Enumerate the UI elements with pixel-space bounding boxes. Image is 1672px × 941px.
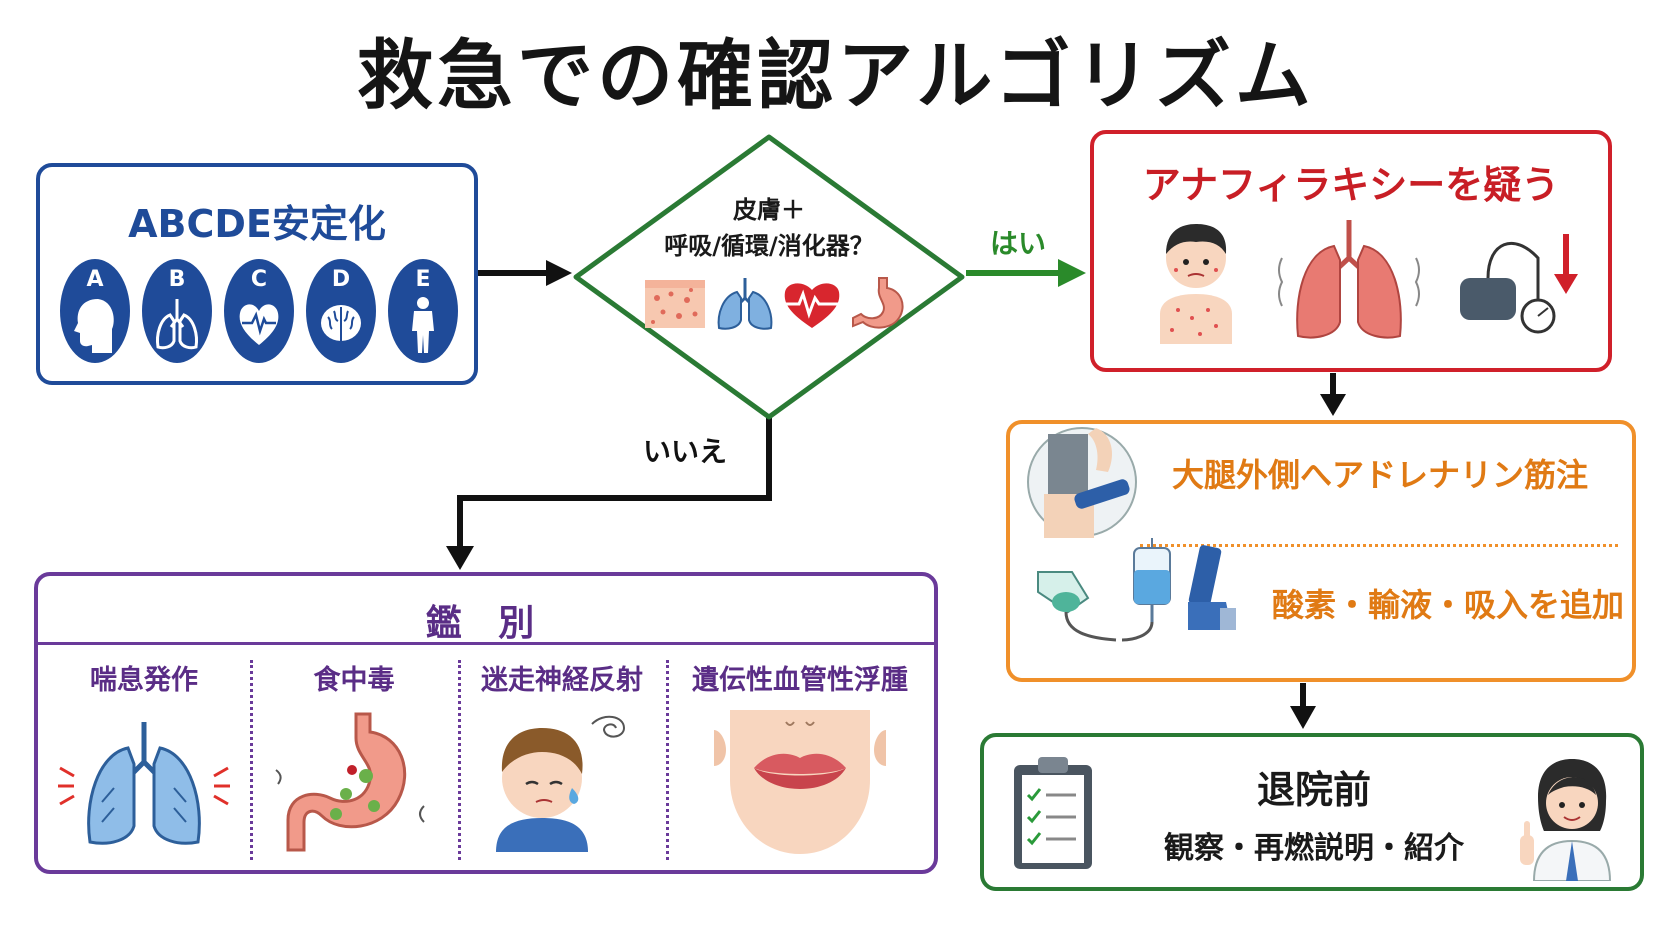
child-with-rash-icon xyxy=(1160,224,1232,344)
page-title: 救急での確認アルゴリズム xyxy=(357,31,1315,120)
clipboard-checklist-icon xyxy=(1014,757,1092,869)
abcde-title: ABCDE安定化 xyxy=(128,202,386,246)
differential-item-vasovagal: 迷走神経反射 xyxy=(458,646,666,872)
anaphylaxis-title: アナフィラキシーを疑う xyxy=(1142,163,1560,207)
asthma-lungs-icon xyxy=(58,722,230,845)
brain-icon xyxy=(321,305,361,341)
discharge-title: 退院前 xyxy=(1256,768,1371,812)
blood-pressure-drop-icon xyxy=(1460,234,1578,334)
differential-item-food-poisoning: 食中毒 xyxy=(250,646,458,872)
differential-item-hae: 遺伝性血管性浮腫 xyxy=(666,646,934,872)
diamond-shape xyxy=(573,134,965,420)
abcde-d-oval: D xyxy=(306,259,376,363)
letter-c: C xyxy=(250,267,268,292)
swollen-lips-icon xyxy=(714,710,886,854)
differential-item-asthma: 喘息発作 xyxy=(38,646,250,872)
airway-head-icon xyxy=(74,299,114,353)
differential-box: 鑑 別 喘息発作 食中毒 迷走神経反射 xyxy=(34,572,938,874)
differential-title: 鑑 別 xyxy=(425,603,547,644)
lungs-wheeze-icon xyxy=(1278,220,1420,339)
letter-e: E xyxy=(415,267,431,292)
abcde-box: ABCDE安定化 A B C D xyxy=(36,163,478,385)
stomach-icon xyxy=(852,277,904,329)
person-icon xyxy=(412,297,434,353)
differential-label-vasovagal: 迷走神経反射 xyxy=(481,665,643,696)
oxygen-mask-icon xyxy=(1037,571,1117,642)
column-separator xyxy=(458,660,461,860)
lungs-icon xyxy=(156,299,198,350)
differential-label-asthma: 喘息発作 xyxy=(90,665,198,696)
heart-ecg-icon xyxy=(784,283,840,328)
auto-injector-icon xyxy=(1027,427,1137,538)
treatment-divider xyxy=(1140,544,1618,547)
decision-question-line1: 皮膚＋ xyxy=(733,196,805,224)
abcde-b-oval: B xyxy=(142,259,212,363)
fainting-boy-icon xyxy=(496,715,626,852)
treatment-line2: 酸素・輸液・吸入を追加 xyxy=(1272,586,1625,624)
column-separator xyxy=(250,660,253,860)
treatment-line1: 大腿外側へアドレナリン筋注 xyxy=(1172,456,1589,494)
arrow-anaph-to-treat xyxy=(1320,373,1346,416)
arrow-treat-to-discharge xyxy=(1290,683,1316,729)
abcde-c-oval: C xyxy=(224,259,294,363)
inhaler-icon xyxy=(1188,545,1236,630)
arrow-no xyxy=(446,418,772,570)
decision-question-line2: 呼吸/循環/消化器？ xyxy=(664,232,874,260)
abcde-e-oval: E xyxy=(388,259,458,363)
differential-label-hae: 遺伝性血管性浮腫 xyxy=(692,665,908,696)
differential-divider xyxy=(38,642,934,645)
anaphylaxis-box: アナフィラキシーを疑う xyxy=(1090,130,1612,372)
arrow-yes xyxy=(966,259,1086,287)
abcde-a-oval: A xyxy=(60,259,130,363)
lungs-icon xyxy=(717,278,773,330)
decision-diamond: 皮膚＋ 呼吸/循環/消化器？ xyxy=(573,134,965,420)
skin-rash-icon xyxy=(645,280,705,328)
iv-bag-icon xyxy=(1122,538,1171,642)
discharge-subtitle: 観察・再燃説明・紹介 xyxy=(1164,831,1464,866)
letter-a: A xyxy=(86,267,104,292)
letter-b: B xyxy=(168,267,186,292)
arrow-abcde-to-decision xyxy=(478,260,572,286)
discharge-box: 退院前 観察・再燃説明・紹介 xyxy=(980,733,1644,891)
letter-d: D xyxy=(331,267,351,292)
heart-ecg-icon xyxy=(239,304,279,345)
stomach-germs-icon xyxy=(275,712,425,852)
column-separator xyxy=(666,660,669,860)
differential-label-food-poisoning: 食中毒 xyxy=(313,665,395,696)
doctor-icon xyxy=(1520,759,1612,881)
treatment-box: 大腿外側へアドレナリン筋注 酸素・輸液・吸入を追加 xyxy=(1006,420,1636,682)
yes-label: はい xyxy=(990,227,1047,260)
no-label: いいえ xyxy=(643,435,728,468)
